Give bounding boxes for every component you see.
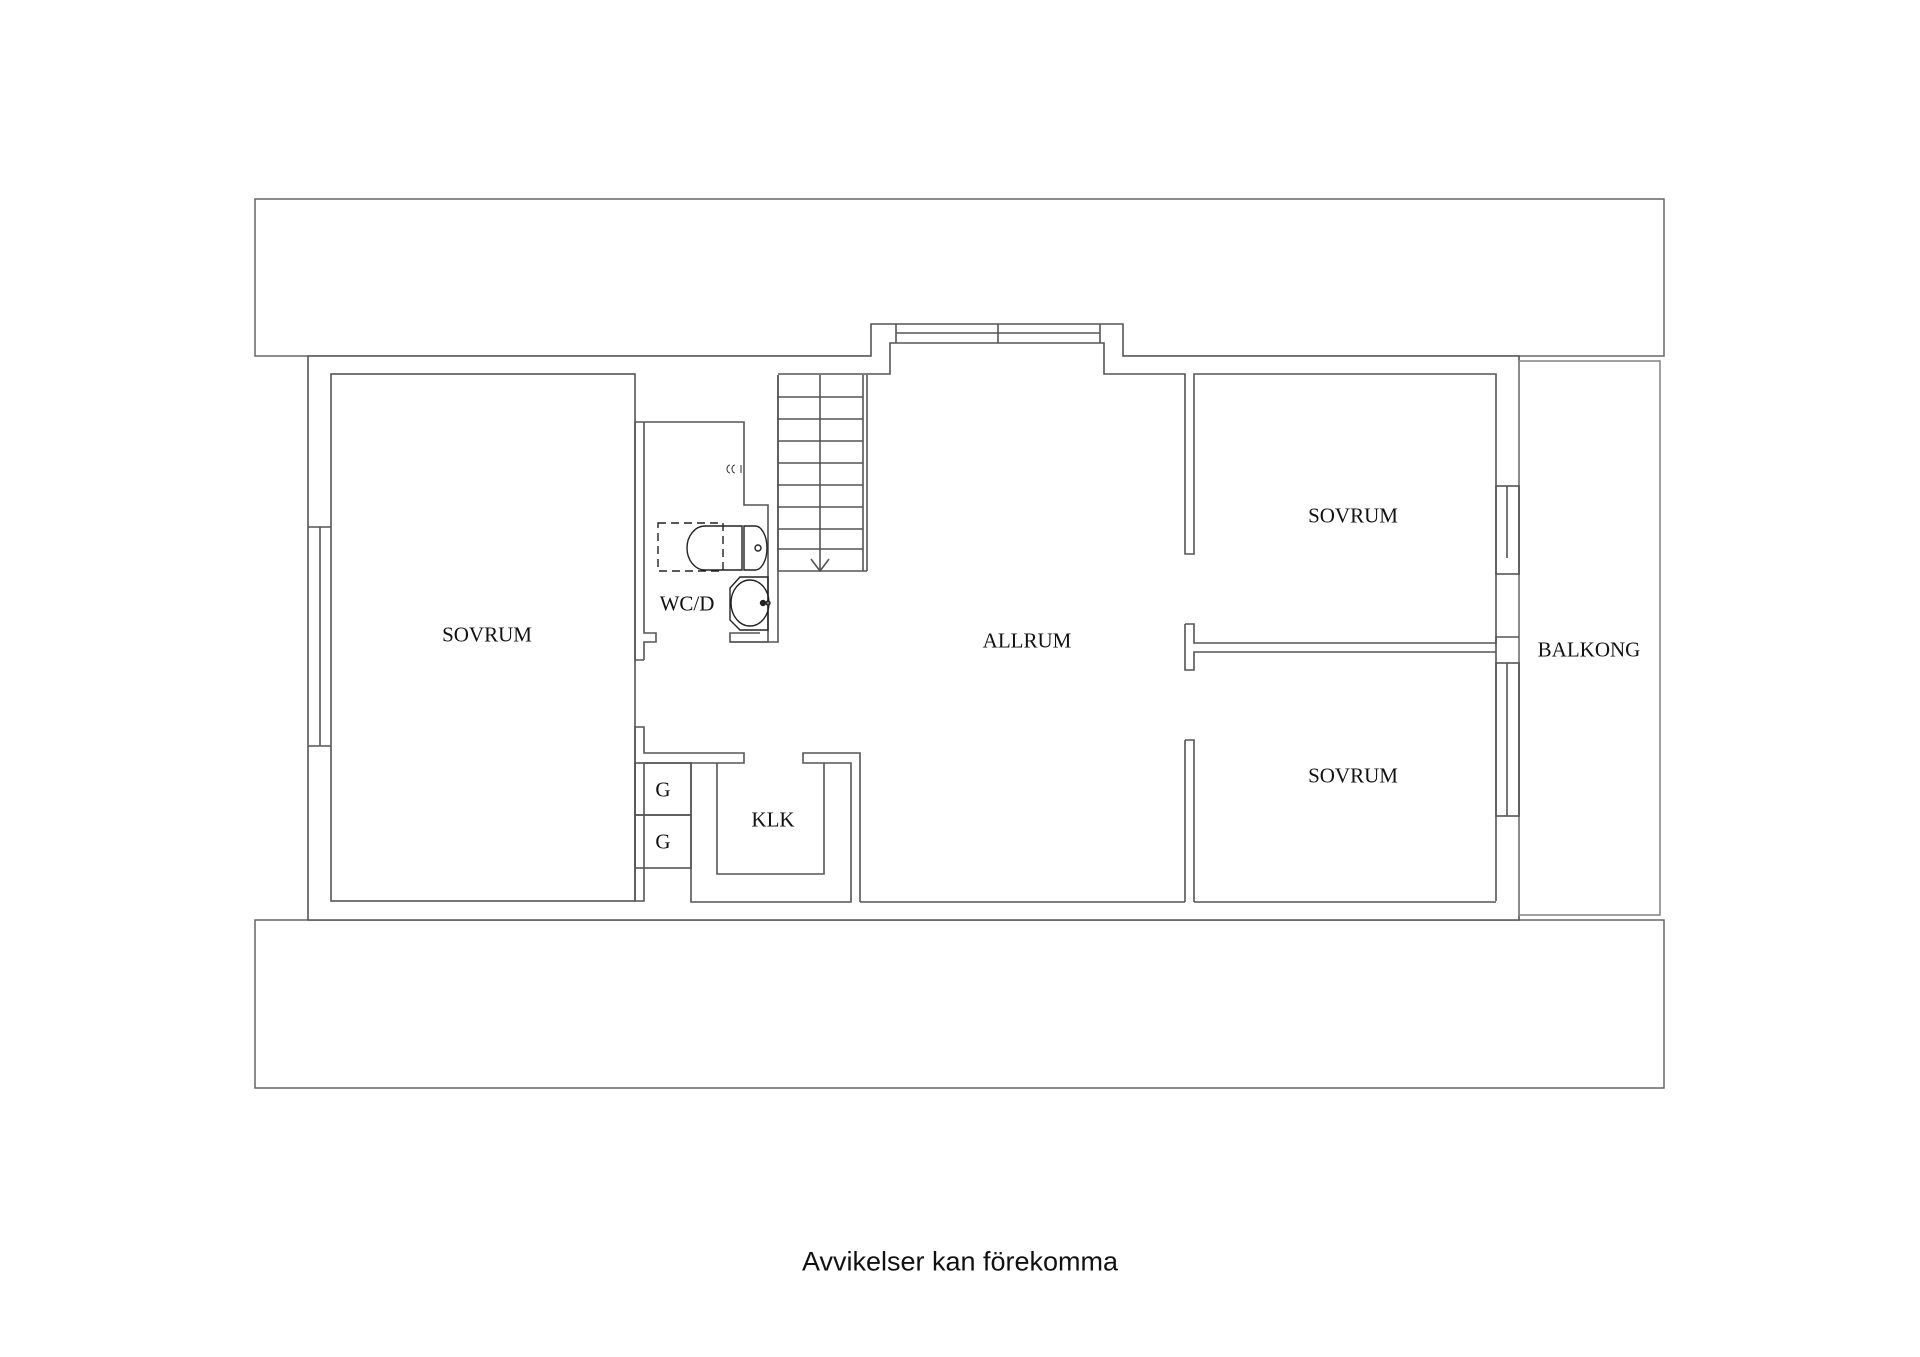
walls (307, 323, 1661, 921)
room-label-sovrum-top-right: SOVRUM (1308, 503, 1398, 528)
room-label-g1: G (655, 777, 671, 802)
room-label-allrum: ALLRUM (982, 628, 1072, 653)
toilet-icon (657, 522, 768, 572)
staircase (777, 375, 868, 573)
room-label-sovrum-bottom-right: SOVRUM (1308, 763, 1398, 788)
balcony-outline (1518, 360, 1661, 916)
sink-icon (729, 576, 771, 631)
room-label-sovrum-left: SOVRUM (442, 622, 532, 647)
drain-icon (726, 464, 742, 474)
room-label-wc: WC/D (659, 591, 715, 616)
room-label-klk: KLK (751, 807, 795, 832)
room-label-balkong: BALKONG (1537, 637, 1641, 662)
room-label-g2: G (655, 829, 671, 854)
disclaimer-text: Avvikelser kan förekomma (801, 1246, 1119, 1277)
roof-bottom (254, 919, 1665, 1089)
